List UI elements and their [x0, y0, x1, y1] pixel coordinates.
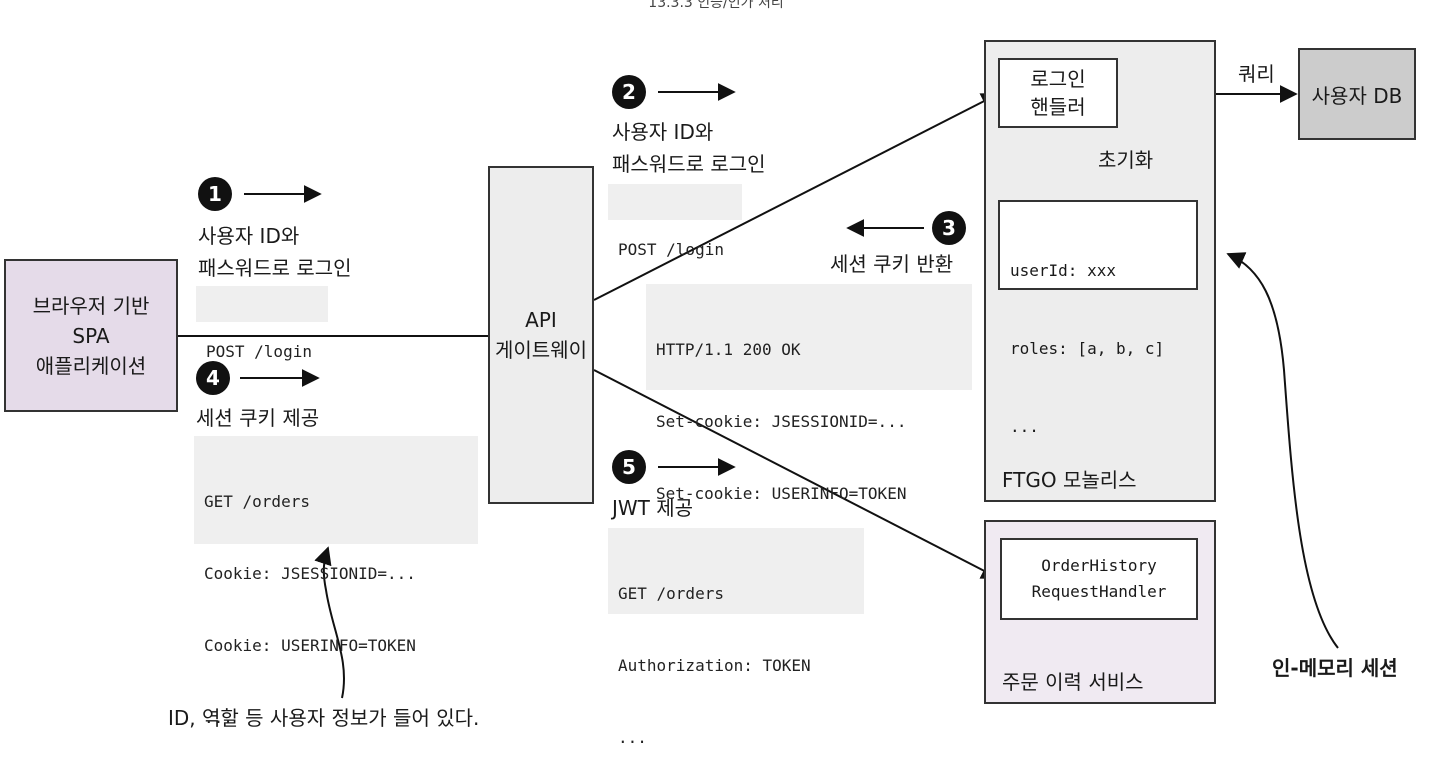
- init-label: 초기화: [1098, 148, 1154, 172]
- step1-code-line1: POST /login: [206, 342, 312, 361]
- session-pointer: [1226, 252, 1339, 649]
- step5-text-line1: JWT 제공: [612, 496, 694, 520]
- step4-code-line1: GET /orders: [204, 492, 310, 511]
- step1-text-line2: 패스워드로 로그인: [198, 256, 352, 280]
- session-line3: ...: [1010, 417, 1039, 436]
- step4-code-line2: Cookie: JSESSIONID=...: [204, 564, 416, 583]
- gateway-order-arrow: [593, 369, 1000, 579]
- step5-code-block: GET /orders Authorization: TOKEN ...: [608, 528, 864, 747]
- step2-text-line1: 사용자 ID와: [612, 120, 714, 144]
- step4-code-line4: ...: [204, 708, 233, 727]
- gateway-label-line2: 게이트웨이: [495, 338, 587, 362]
- gateway-login-arrow: [593, 93, 1000, 301]
- step5-code-line3: ...: [618, 728, 647, 747]
- session-line1: userId: xxx: [1010, 261, 1116, 280]
- step5-code-line2: Authorization: TOKEN: [618, 656, 811, 675]
- step3-code-line1: HTTP/1.1 200 OK: [656, 340, 801, 359]
- session-data-box: userId: xxx roles: [a, b, c] ...: [998, 200, 1198, 436]
- step1-text-line1: 사용자 ID와: [198, 224, 300, 248]
- query-label: 쿼리: [1238, 62, 1275, 86]
- step3-code-line3: Set-cookie: USERINFO=TOKEN: [656, 484, 907, 503]
- step2-text-line2: 패스워드로 로그인: [612, 152, 766, 176]
- api-gateway-box: API 게이트웨이: [488, 166, 594, 504]
- login-handler-box: 로그인 핸들러: [998, 58, 1118, 128]
- spa-label-line2: SPA: [72, 323, 110, 348]
- order-handler-line2: RequestHandler: [1031, 582, 1167, 601]
- gateway-label-line1: API: [525, 308, 557, 332]
- order-service-label: 주문 이력 서비스: [1002, 670, 1144, 694]
- step1-code-block: POST /login: [196, 286, 328, 361]
- step2-badge: 2: [612, 75, 646, 109]
- step4-badge: 4: [196, 361, 230, 395]
- step1-badge: 1: [198, 177, 232, 211]
- step2-code-block: POST /login: [608, 184, 742, 259]
- order-history-handler-box: OrderHistory RequestHandler: [1000, 538, 1198, 620]
- step2-code-line1: POST /login: [618, 240, 724, 259]
- order-handler-line1: OrderHistory: [1041, 556, 1157, 575]
- in-memory-session-label: 인-메모리 세션: [1272, 656, 1398, 680]
- step5-badge: 5: [612, 450, 646, 484]
- step3-code-block: HTTP/1.1 200 OK Set-cookie: JSESSIONID=.…: [646, 284, 972, 575]
- step5-code-line1: GET /orders: [618, 584, 724, 603]
- session-line2: roles: [a, b, c]: [1010, 339, 1165, 358]
- step4-code-block: GET /orders Cookie: JSESSIONID=... Cooki…: [194, 436, 478, 727]
- spa-label-line1: 브라우저 기반: [32, 293, 150, 318]
- monolith-label: FTGO 모놀리스: [1002, 468, 1137, 492]
- user-info-pointer: [314, 546, 346, 699]
- user-db-label: 사용자 DB: [1311, 83, 1403, 108]
- spa-label-line3: 애플리케이션: [35, 353, 147, 378]
- login-handler-line2: 핸들러: [1030, 95, 1086, 119]
- step4-code-line3: Cookie: USERINFO=TOKEN: [204, 636, 416, 655]
- step3-badge: 3: [932, 211, 966, 245]
- step4-text-line1: 세션 쿠키 제공: [196, 406, 320, 430]
- step3-code-line2: Set-cookie: JSESSIONID=...: [656, 412, 907, 431]
- spa-application-box: 브라우저 기반 SPA 애플리케이션: [4, 259, 178, 412]
- figure-caption: 13.3.3 인증/인가 처리: [648, 0, 784, 11]
- user-info-note: ID, 역할 등 사용자 정보가 들어 있다.: [168, 706, 480, 730]
- login-handler-line1: 로그인: [1030, 67, 1086, 91]
- user-db-box: 사용자 DB: [1298, 48, 1416, 140]
- step3-text-line1: 세션 쿠키 반환: [830, 252, 954, 276]
